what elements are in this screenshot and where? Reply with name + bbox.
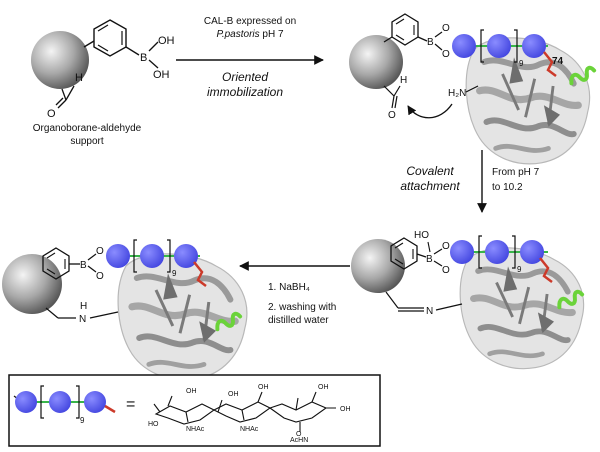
step1-italic-label: Oriented bbox=[222, 70, 268, 84]
oxygen-atom: O bbox=[96, 246, 104, 257]
step1-organism: P.pastoris bbox=[216, 29, 259, 40]
support-caption: Organoborane-aldehyde bbox=[33, 123, 142, 134]
legend-box: 9 = OH HO NHAc OH NHAc OH O AcHN OH OH bbox=[8, 374, 381, 447]
step3-arrow-group: 1. NaBH₄ 2. washing with distilled water bbox=[239, 261, 350, 326]
step3-label: 1. NaBH₄ bbox=[268, 282, 310, 293]
imine-nitrogen: N bbox=[426, 306, 433, 317]
hydroxyl-label: OH bbox=[153, 69, 170, 81]
linker-residue bbox=[539, 257, 553, 283]
aldehyde-oxygen: O bbox=[47, 108, 56, 120]
lipase-protein bbox=[118, 254, 247, 380]
glycan-label: OH bbox=[258, 384, 269, 391]
repeat-bracket bbox=[133, 239, 171, 273]
final-panel: B O O 9 H N bbox=[2, 239, 247, 380]
boron-atom: B bbox=[427, 37, 434, 48]
aldehyde-oxygen: O bbox=[388, 110, 396, 121]
step1-label: CAL-B expressed on bbox=[204, 16, 296, 27]
repeat-count: 9 bbox=[517, 265, 522, 274]
legend-repeat-count: 9 bbox=[80, 416, 85, 425]
legend-sugar-unit bbox=[15, 391, 37, 413]
step1-label: P.pastoris pH 7 bbox=[216, 29, 284, 40]
glycan-label: OH bbox=[318, 384, 329, 391]
step3-label: 2. washing with bbox=[268, 302, 336, 313]
step2-label: to 10.2 bbox=[492, 182, 523, 193]
step3-label: distilled water bbox=[268, 315, 329, 326]
sugar-unit bbox=[487, 34, 511, 58]
benzene-ring bbox=[391, 13, 419, 46]
sugar-unit bbox=[174, 244, 198, 268]
repeat-count: 9 bbox=[172, 269, 177, 278]
boron-atom: B bbox=[426, 254, 433, 265]
step2-italic-label: attachment bbox=[400, 179, 460, 193]
step2-italic-label: Covalent bbox=[406, 164, 454, 178]
aldehyde-hydrogen: H bbox=[400, 75, 407, 86]
sugar-unit bbox=[522, 34, 546, 58]
linker-residue bbox=[543, 51, 557, 77]
glycan-label: OH bbox=[228, 391, 239, 398]
amine-label: H₂N bbox=[448, 88, 466, 99]
support-sphere bbox=[349, 35, 403, 89]
repeat-bracket bbox=[478, 235, 516, 269]
aldehyde-bond bbox=[61, 88, 67, 101]
oxygen-atom: O bbox=[442, 23, 450, 34]
glycan-label: NHAc bbox=[186, 426, 205, 433]
benzene-ring bbox=[390, 237, 418, 270]
oxygen-atom: O bbox=[442, 265, 450, 276]
linker-residue bbox=[193, 261, 207, 287]
nucleophilic-attack-arrow bbox=[407, 103, 453, 119]
repeat-count: 9 bbox=[519, 59, 524, 68]
step2-label: From pH 7 bbox=[492, 167, 540, 178]
glycan-structure bbox=[153, 391, 336, 432]
support-sphere bbox=[31, 31, 89, 89]
legend-frame bbox=[8, 374, 381, 447]
step1-arrow-group: CAL-B expressed on P.pastoris pH 7 Orien… bbox=[176, 16, 324, 99]
glycan-label: O bbox=[296, 431, 302, 438]
boron-atom: B bbox=[80, 260, 87, 271]
support-caption: support bbox=[70, 136, 104, 147]
boron-atom: B bbox=[140, 52, 147, 64]
benzene-ring bbox=[42, 247, 70, 280]
legend-equals: = bbox=[126, 396, 135, 413]
residue-number: 74 bbox=[552, 56, 564, 67]
oxygen-atom: O bbox=[442, 49, 450, 60]
aldehyde-hydrogen: H bbox=[75, 72, 83, 84]
glycan-label: OH bbox=[186, 388, 197, 395]
hydroxyl-label: HO bbox=[414, 230, 429, 241]
legend-bracket bbox=[40, 385, 80, 419]
support-sphere bbox=[2, 254, 62, 314]
oxygen-atom: O bbox=[96, 271, 104, 282]
sugar-unit bbox=[485, 240, 509, 264]
benzene-ring bbox=[93, 19, 127, 57]
amine-hydrogen: H bbox=[80, 301, 87, 312]
sugar-unit bbox=[452, 34, 476, 58]
glycan-label: AcHN bbox=[290, 437, 308, 444]
glycan-label: NHAc bbox=[240, 426, 259, 433]
sugar-unit bbox=[106, 244, 130, 268]
oxygen-atom: O bbox=[442, 241, 450, 252]
step1-ph: pH 7 bbox=[260, 29, 284, 40]
adsorbed-panel: B O O 9 74 H O H₂N bbox=[349, 13, 599, 164]
repeat-bracket bbox=[480, 29, 518, 63]
step1-italic-label: immobilization bbox=[207, 85, 283, 99]
legend-sugar-unit bbox=[84, 391, 106, 413]
glycan-label: HO bbox=[148, 421, 159, 428]
ring-to-boron-bond bbox=[125, 46, 140, 56]
glycan-label: OH bbox=[340, 406, 351, 413]
sugar-unit bbox=[140, 244, 164, 268]
legend-sugar-unit bbox=[49, 391, 71, 413]
support-panel-start: B OH OH H O Organoborane-aldehyde suppor… bbox=[31, 19, 175, 147]
lipase-protein bbox=[466, 38, 589, 164]
sugar-unit bbox=[450, 240, 474, 264]
sphere-to-ring-bond bbox=[83, 40, 95, 48]
sugar-unit bbox=[520, 240, 544, 264]
step2-arrow-group: Covalent attachment From pH 7 to 10.2 bbox=[400, 150, 540, 213]
amine-nitrogen: N bbox=[79, 314, 86, 325]
covalent-panel: HO B O O 9 N bbox=[351, 230, 584, 369]
hydroxyl-label: OH bbox=[158, 35, 175, 47]
legend-linker bbox=[104, 404, 116, 414]
